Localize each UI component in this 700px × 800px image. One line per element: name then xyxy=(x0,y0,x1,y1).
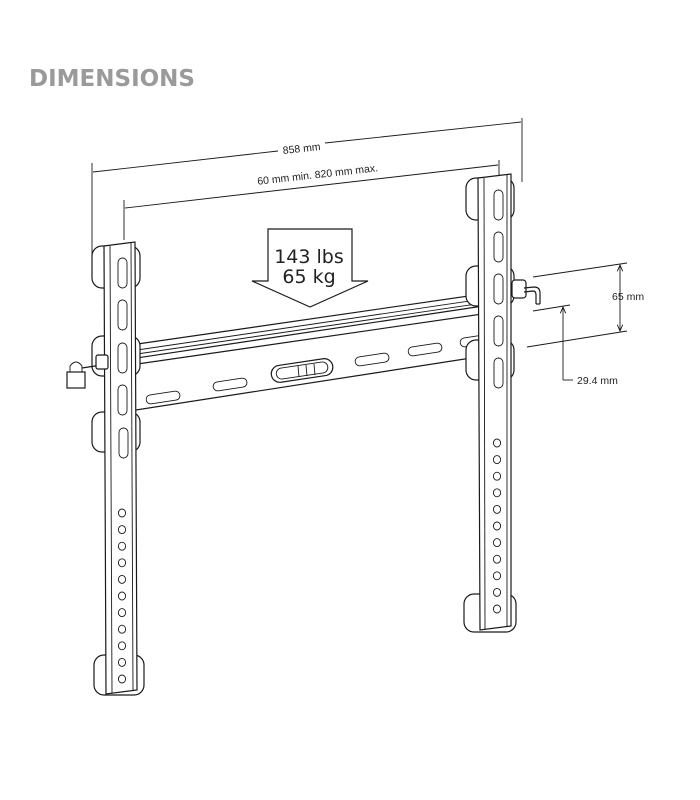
arm-hole xyxy=(117,641,127,651)
dimension-line-right xyxy=(324,121,522,144)
arm-slot xyxy=(117,299,128,331)
page-title: DIMENSIONS xyxy=(29,66,195,92)
arm-hole xyxy=(492,504,502,514)
min-depth-label: 29.4 mm xyxy=(577,375,618,387)
arm-hole xyxy=(492,587,502,597)
arm-hole xyxy=(117,657,127,667)
wall-distance-label: 65 mm xyxy=(612,291,644,303)
arm-hole xyxy=(492,488,502,498)
arm-hole xyxy=(117,624,127,634)
arm-hole xyxy=(117,558,127,568)
arm-hole xyxy=(117,541,127,551)
arm-hole xyxy=(117,508,127,518)
mounting-range-dimension: 60 mm min. 820 mm max. xyxy=(123,160,500,240)
arm-slot xyxy=(117,257,128,289)
arm-slot xyxy=(493,189,504,221)
rail-slot xyxy=(407,342,443,357)
arm-slot xyxy=(493,357,504,389)
rail-slot xyxy=(354,352,390,367)
arm-hole xyxy=(117,525,127,535)
arm-holes xyxy=(117,508,127,684)
right-mounting-arm xyxy=(463,173,541,633)
overall-width-dimension: 858 mm xyxy=(91,118,523,255)
arm-hole xyxy=(117,591,127,601)
wall-rail xyxy=(109,289,511,415)
arm-slot xyxy=(118,427,129,459)
arm-hole xyxy=(492,438,502,448)
left-mounting-arm xyxy=(66,241,145,696)
arm-slot xyxy=(493,231,504,263)
arm-slot xyxy=(117,384,128,416)
dimension-line-left xyxy=(92,150,279,173)
load-metric: 65 kg xyxy=(282,266,335,288)
arm-hole xyxy=(492,554,502,564)
rail-slot xyxy=(212,377,248,392)
arm-hole xyxy=(117,674,127,684)
padlock-icon xyxy=(66,354,109,389)
arm-hole xyxy=(117,574,127,584)
arm-hole xyxy=(492,604,502,614)
arm-hole xyxy=(492,538,502,548)
arm-holes xyxy=(492,438,502,614)
arm-body xyxy=(477,173,512,631)
rail-slot xyxy=(145,390,181,405)
arm-hole xyxy=(492,471,502,481)
min-depth-dimension: 29.4 mm xyxy=(532,304,618,387)
wall-distance-dimension: 65 mm xyxy=(526,262,644,348)
arm-hole xyxy=(492,571,502,581)
arm-hole xyxy=(492,521,502,531)
safety-handle-icon xyxy=(511,279,541,305)
arm-hole xyxy=(492,455,502,465)
load-imperial: 143 lbs xyxy=(274,246,344,268)
load-capacity-arrow: 143 lbs 65 kg xyxy=(251,228,369,308)
arm-slot xyxy=(493,315,504,347)
arm-slot xyxy=(493,273,504,305)
mounting-range-label: 60 mm min. 820 mm max. xyxy=(257,162,379,187)
arm-slot xyxy=(117,342,128,374)
bubble-level-icon xyxy=(270,358,334,383)
overall-width-label: 858 mm xyxy=(282,141,321,157)
arm-hole xyxy=(117,608,127,618)
dimension-line xyxy=(124,164,499,209)
arm-body xyxy=(103,241,138,695)
